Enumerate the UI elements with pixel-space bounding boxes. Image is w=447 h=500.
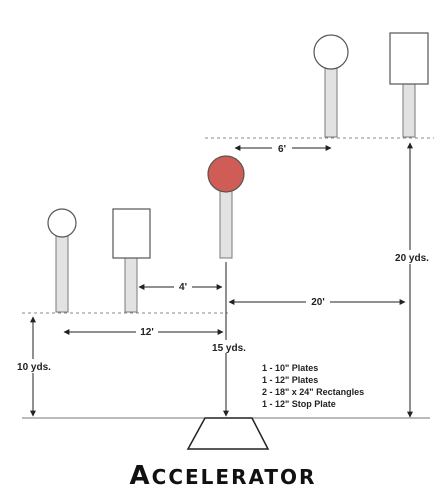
label-near-distance: 10 yds. xyxy=(17,362,51,373)
label-far-width: 6' xyxy=(278,144,286,155)
stop-plate-disc xyxy=(207,155,245,193)
title-initial: A xyxy=(130,461,152,491)
label-far-distance: 20 yds. xyxy=(395,253,429,264)
legend-item: 2 - 18" x 24" Rectangles xyxy=(262,387,364,397)
far-plate-target xyxy=(313,34,349,138)
far-rectangle-target xyxy=(389,32,429,138)
label-near-to-stop: 4' xyxy=(179,282,187,293)
shooting-box xyxy=(186,417,270,450)
near-plate-target xyxy=(47,208,77,313)
legend-item: 1 - 10" Plates xyxy=(262,363,318,373)
target-legend: 1 - 10" Plates 1 - 12" Plates 2 - 18" x … xyxy=(262,363,364,409)
label-stop-to-far: 20' xyxy=(311,297,325,308)
near-rectangle-target xyxy=(112,208,151,313)
legend-item: 1 - 12" Plates xyxy=(262,375,318,385)
label-near-width: 12' xyxy=(140,327,154,338)
stage-title: ACCELERATOR xyxy=(130,461,317,491)
legend-item: 1 - 12" Stop Plate xyxy=(262,399,336,409)
title-rest: CCELERATOR xyxy=(152,465,317,489)
stop-plate-target xyxy=(207,155,245,259)
label-center-distance: 15 yds. xyxy=(212,343,246,354)
